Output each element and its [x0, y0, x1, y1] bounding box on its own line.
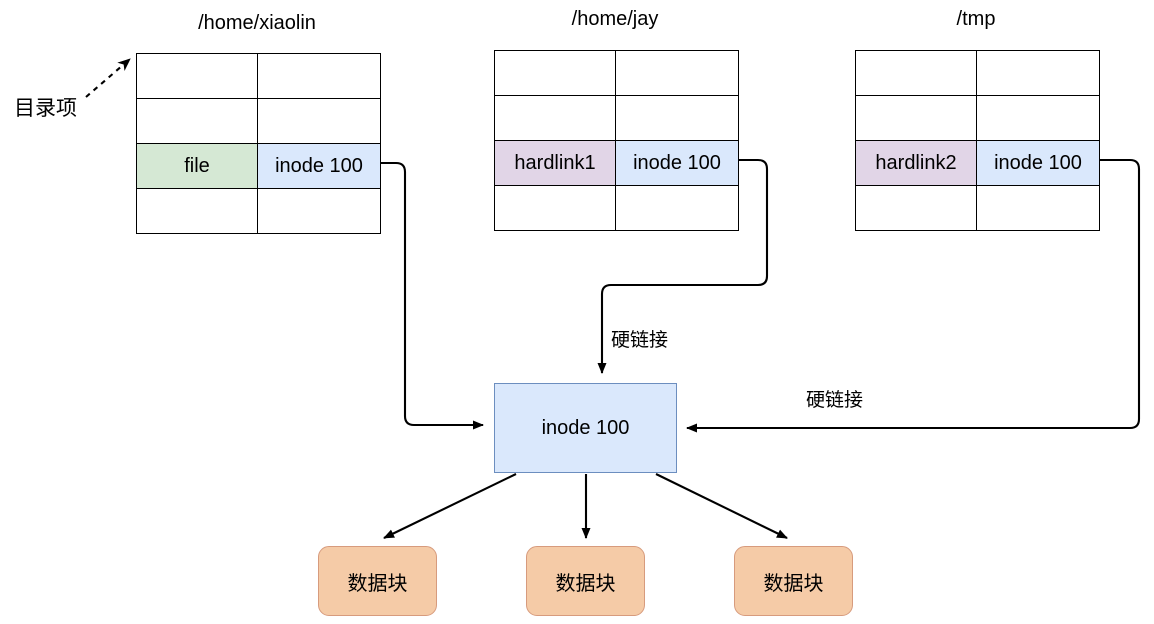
edge-label-hardlink-center: 硬链接 — [611, 330, 669, 351]
entry-name-cell — [855, 95, 977, 141]
inode-node: inode 100 — [494, 383, 677, 473]
table-row — [494, 95, 739, 141]
entry-inode-cell — [615, 185, 739, 231]
entry-name-cell — [136, 188, 258, 234]
table-row — [136, 53, 381, 99]
data-block-2: 数据块 — [526, 546, 645, 616]
entry-inode-cell — [257, 188, 381, 234]
table-row — [855, 50, 1100, 96]
table-row — [136, 188, 381, 234]
entry-name-cell — [855, 50, 977, 96]
table-row — [494, 50, 739, 96]
entry-inode-cell — [615, 50, 739, 96]
directory-table-jay: hardlink1 inode 100 — [494, 50, 739, 231]
directory-title-jay: /home/jay — [571, 8, 659, 30]
data-block-label: 数据块 — [763, 572, 824, 595]
edge-inode-to-datablock-1 — [383, 473, 517, 539]
entry-name-cell — [136, 98, 258, 144]
table-row — [494, 185, 739, 231]
edge-inode-to-datablock-3 — [655, 473, 788, 539]
entry-inode-cell — [976, 50, 1100, 96]
table-row-highlighted: hardlink2 inode 100 — [855, 140, 1100, 186]
directory-entry-label: 目录项 — [14, 97, 77, 120]
entry-name-cell-hardlink1: hardlink1 — [494, 140, 616, 186]
entry-inode-cell — [615, 95, 739, 141]
table-row-highlighted: file inode 100 — [136, 143, 381, 189]
directory-title-tmp: /tmp — [956, 8, 996, 30]
entry-name-cell — [136, 53, 258, 99]
entry-name-cell-file: file — [136, 143, 258, 189]
table-row — [855, 95, 1100, 141]
directory-title-xiaolin: /home/xiaolin — [198, 12, 316, 34]
table-row-highlighted: hardlink1 inode 100 — [494, 140, 739, 186]
table-row — [855, 185, 1100, 231]
data-block-label: 数据块 — [555, 572, 616, 595]
entry-name-cell — [494, 185, 616, 231]
table-row — [136, 98, 381, 144]
directory-table-xiaolin: file inode 100 — [136, 53, 381, 234]
entry-name-cell — [494, 50, 616, 96]
entry-name-cell-hardlink2: hardlink2 — [855, 140, 977, 186]
entry-name-cell — [855, 185, 977, 231]
entry-inode-cell — [976, 95, 1100, 141]
entry-inode-cell-hardlink1: inode 100 — [615, 140, 739, 186]
entry-inode-cell — [257, 98, 381, 144]
data-block-1: 数据块 — [318, 546, 437, 616]
data-block-label: 数据块 — [347, 572, 408, 595]
entry-name-cell — [494, 95, 616, 141]
entry-inode-cell — [976, 185, 1100, 231]
directory-table-tmp: hardlink2 inode 100 — [855, 50, 1100, 231]
entry-inode-cell — [257, 53, 381, 99]
data-block-3: 数据块 — [734, 546, 853, 616]
edge-xiaolin-to-inode — [380, 161, 484, 430]
entry-inode-cell-hardlink2: inode 100 — [976, 140, 1100, 186]
edge-label-hardlink-right: 硬链接 — [806, 390, 864, 411]
directory-entry-pointer — [85, 58, 131, 98]
entry-inode-cell-file: inode 100 — [257, 143, 381, 189]
inode-node-label: inode 100 — [541, 416, 630, 439]
